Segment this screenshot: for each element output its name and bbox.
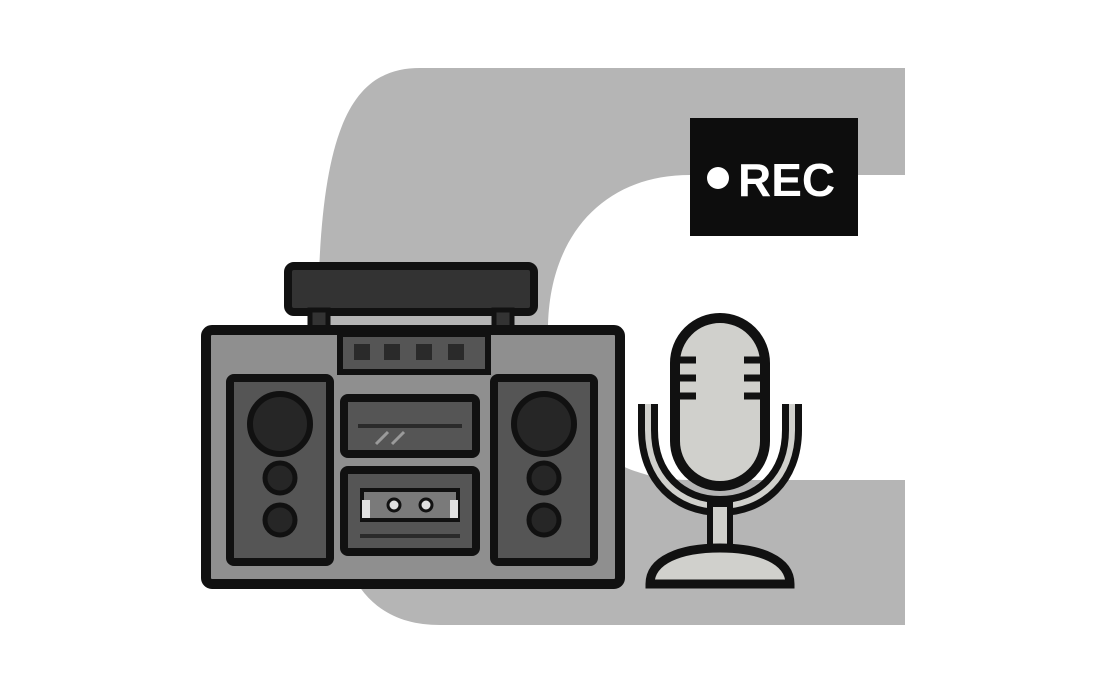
mic-base [645,543,795,589]
boombox-icon [201,262,625,589]
mic-head [670,313,770,491]
record-dot-icon [707,167,729,189]
microphone-icon [638,313,802,589]
rec-badge: REC [690,118,858,236]
rec-badge-label: REC [738,154,835,206]
